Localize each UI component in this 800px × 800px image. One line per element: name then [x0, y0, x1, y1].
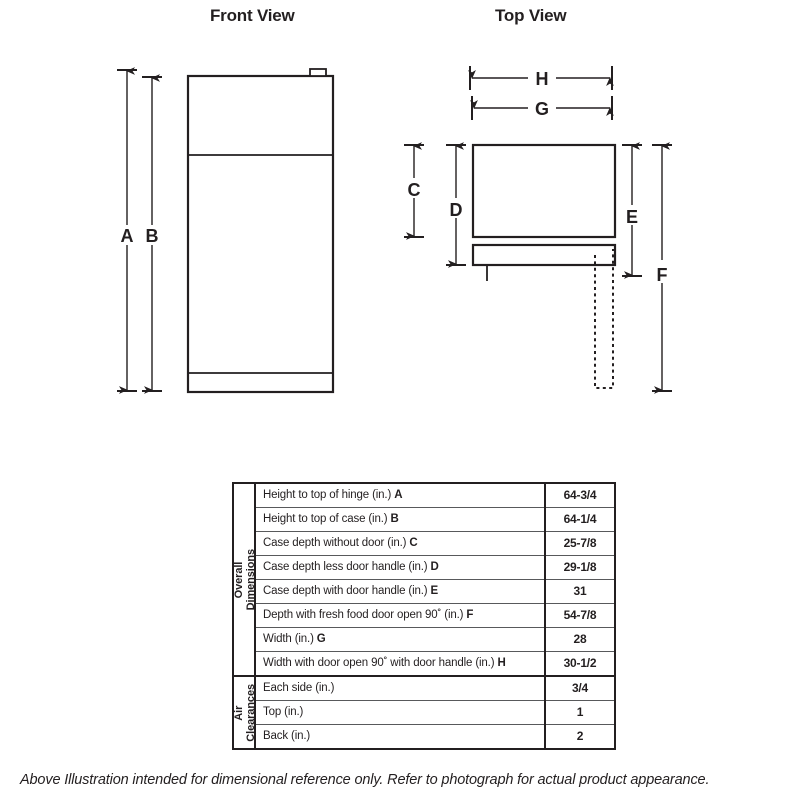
row-description: Each side (in.) [254, 675, 546, 701]
row-description: Case depth less door handle (in.) D [254, 555, 546, 580]
front-cabinet-outline [186, 74, 335, 394]
disclaimer-caption: Above Illustration intended for dimensio… [20, 772, 710, 788]
table-row: Case depth without door (in.) C 25-7/8 [233, 531, 616, 556]
table-row: Air Clearances Each side (in.) 3/4 [232, 675, 616, 750]
row-description: Back (in.) [254, 724, 546, 750]
dimension-label-c: C [408, 180, 421, 200]
dimension-label-b: B [146, 226, 159, 246]
row-description: Case depth without door (in.) C [254, 531, 546, 556]
row-desc-text: Depth with fresh food door open 90˚ (in.… [263, 609, 467, 622]
row-letter: B [390, 513, 399, 526]
top-view-drawing: H G C [404, 66, 672, 394]
row-letter: F [466, 609, 474, 622]
row-value: 29-1/8 [544, 555, 616, 580]
row-value: 31 [544, 579, 616, 604]
dimension-drawings: A B H [117, 66, 672, 394]
front-top-hinge [309, 68, 327, 77]
table-row: Back (in.) 2 [233, 724, 616, 750]
dimension-f: F [652, 142, 672, 394]
row-value: 64-1/4 [544, 507, 616, 532]
row-letter: C [409, 537, 418, 550]
row-description: Case depth with door handle (in.) E [254, 579, 546, 604]
top-view-title: Top View [495, 6, 567, 25]
row-desc-text: Height to top of hinge (in.) [263, 489, 395, 502]
dimension-label-f: F [657, 265, 668, 285]
dimension-label-a: A [121, 226, 134, 246]
specifications-table: Overall Dimensions Height to top of hing… [232, 482, 616, 750]
row-letter: D [430, 561, 439, 574]
dimension-label-h: H [536, 69, 549, 89]
front-view-drawing: A B [117, 67, 335, 394]
dimension-a: A [117, 67, 137, 394]
row-value: 2 [544, 724, 616, 750]
row-description: Depth with fresh food door open 90˚ (in.… [254, 603, 546, 628]
row-description: Width with door open 90˚ with door handl… [254, 651, 546, 677]
front-view-title: Front View [210, 6, 295, 25]
door-open-90-outline [594, 249, 614, 389]
table-row: Width with door open 90˚ with door handl… [233, 651, 616, 677]
row-value: 1 [544, 700, 616, 725]
table-row: Top (in.) 1 [233, 700, 616, 725]
row-desc-text: Case depth less door handle (in.) [263, 561, 431, 574]
dimension-h: H [468, 66, 614, 90]
table-row: Case depth less door handle (in.) D 29-1… [233, 555, 616, 580]
table-row: Height to top of case (in.) B 64-1/4 [233, 507, 616, 532]
dimension-d: D [446, 142, 466, 268]
row-desc-text: Case depth with door handle (in.) [263, 585, 431, 598]
row-letter: E [430, 585, 439, 598]
row-value: 3/4 [544, 675, 616, 701]
dimension-e: E [622, 142, 642, 279]
table-row: Width (in.) G 28 [233, 627, 616, 652]
row-description: Height to top of case (in.) B [254, 507, 546, 532]
dimension-label-e: E [626, 207, 638, 227]
table-row: Overall Dimensions Height to top of hing… [232, 482, 616, 677]
row-desc-text: Width with door open 90˚ with door handl… [263, 657, 498, 670]
row-description: Height to top of hinge (in.) A [254, 482, 546, 508]
table-row: Case depth with door handle (in.) E 31 [233, 579, 616, 604]
row-value: 30-1/2 [544, 651, 616, 677]
dimension-g: G [470, 96, 614, 120]
group-label-text: Overall Dimensions [233, 548, 257, 611]
top-door-slab [471, 243, 617, 267]
row-desc-text: Case depth without door (in.) [263, 537, 410, 550]
spec-table-body: Overall Dimensions Height to top of hing… [232, 482, 616, 750]
row-letter: G [316, 633, 326, 646]
row-value: 28 [544, 627, 616, 652]
row-value: 64-3/4 [544, 482, 616, 508]
top-case-outline [471, 143, 617, 239]
row-description: Width (in.) G [254, 627, 546, 652]
row-desc-text: Height to top of case (in.) [263, 513, 391, 526]
group-label-air-clearances: Air Clearances [232, 675, 257, 750]
dimension-label-d: D [450, 200, 463, 220]
row-value: 25-7/8 [544, 531, 616, 556]
dimension-c: C [404, 142, 424, 240]
group-label-overall-dimensions: Overall Dimensions [232, 482, 257, 677]
row-description: Top (in.) [254, 700, 546, 725]
row-value: 54-7/8 [544, 603, 616, 628]
dimension-b: B [142, 74, 162, 394]
row-desc-text: Width (in.) [263, 633, 317, 646]
dimension-label-g: G [535, 99, 549, 119]
table-row: Depth with fresh food door open 90˚ (in.… [233, 603, 616, 628]
row-letter: A [394, 489, 403, 502]
group-label-text: Air Clearances [233, 683, 257, 742]
row-letter: H [497, 657, 506, 670]
